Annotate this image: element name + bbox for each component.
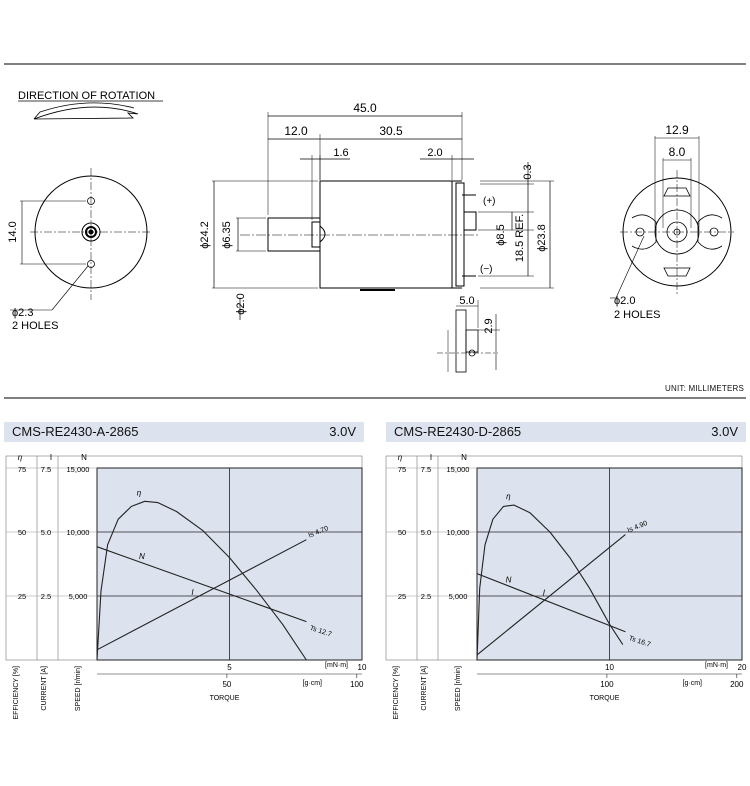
axis-symbol-current: I	[50, 453, 52, 462]
axis-symbol-speed: N	[81, 453, 87, 462]
x-unit-gcm: [g·cm]	[683, 680, 703, 687]
y-tick-label: 5.0	[421, 528, 431, 537]
side-view	[212, 112, 554, 320]
dim-terminal-length: 2.0	[427, 147, 442, 159]
dim-terminal-width: 5.0	[459, 295, 474, 307]
axis-symbol-efficiency: η	[18, 453, 23, 462]
y-tick-label: 5,000	[449, 592, 468, 601]
y-tick-label: 50	[18, 528, 26, 537]
x-unit-mnm: [mN·m]	[325, 662, 348, 669]
y-axis-label: SPEED [r/min]	[455, 666, 462, 711]
x-axis-label: TORQUE	[210, 695, 240, 702]
unit-label: UNIT: MILLIMETERS	[665, 384, 744, 393]
y-tick-label: 75	[18, 465, 26, 474]
terminal-minus-label: (−)	[480, 264, 493, 275]
series-label-efficiency: η	[506, 492, 511, 501]
chart-d-model: CMS-RE2430-D-2865	[394, 424, 522, 439]
dimensional-drawing: DIRECTION OF ROTATION 14.0 ϕ2.3 2 HOLES	[4, 63, 746, 399]
dim-ref-length: 18.5 REF.	[514, 214, 526, 262]
x-tick-label-gcm: 200	[730, 680, 744, 689]
terminal-plus-label: (+)	[483, 196, 496, 207]
rotation-label: DIRECTION OF ROTATION	[18, 90, 155, 102]
x-tick-label-mnm: 20	[738, 663, 747, 672]
dim-right-inner: 8.0	[669, 145, 686, 159]
x-tick-label-gcm: 100	[600, 680, 614, 689]
y-tick-label: 10,000	[67, 528, 90, 537]
axis-symbol-efficiency: η	[398, 453, 403, 462]
series-label-efficiency: η	[137, 488, 142, 497]
series-line-current	[476, 534, 626, 656]
dim-can-dia: ϕ23.8	[536, 224, 548, 252]
dim-right-holes: 2 HOLES	[614, 309, 660, 321]
x-tick-label-mnm: 10	[605, 663, 614, 672]
left-end-view	[10, 168, 152, 311]
series-line-speed	[96, 546, 307, 623]
x-unit-mnm: [mN·m]	[705, 662, 728, 669]
right-end-view	[610, 136, 734, 299]
dim-right-hole: ϕ2.0	[614, 295, 635, 307]
y-tick-label: 25	[18, 592, 26, 601]
y-axis-label: SPEED [r/min]	[75, 666, 82, 711]
dim-shaft-dia: ϕ6.35	[221, 221, 233, 249]
chart-a-titlebar: CMS-RE2430-A-2865 3.0V	[4, 422, 364, 442]
x-tick-label-mnm: 10	[358, 663, 367, 672]
chart-d-voltage: 3.0V	[711, 424, 738, 439]
y-tick-label: 50	[398, 528, 406, 537]
dim-top-gap: 0.3	[522, 164, 534, 179]
dim-body-length: 30.5	[379, 124, 403, 138]
y-axis-label: EFFICIENCY [%]	[393, 666, 400, 720]
dim-terminal-height: 2.9	[483, 318, 495, 333]
dim-body-dia: ϕ24.2	[199, 221, 211, 249]
dim-ref-dia: ϕ8.5	[495, 224, 507, 245]
y-tick-label: 25	[398, 592, 406, 601]
x-unit-gcm: [g·cm]	[303, 680, 323, 687]
series-line-current	[96, 539, 307, 651]
y-tick-label: 7.5	[41, 465, 51, 474]
dim-shaft-length: 12.0	[284, 124, 308, 138]
y-tick-label: 2.5	[421, 592, 431, 601]
y-tick-label: 2.5	[41, 592, 51, 601]
rotation-arrow-icon	[33, 102, 139, 120]
dim-left-holes: 2 HOLES	[12, 320, 58, 332]
series-label-current: I	[543, 588, 546, 597]
series-label-speed: N	[139, 552, 145, 561]
chart-a-voltage: 3.0V	[329, 424, 356, 439]
series-label-current: I	[191, 588, 194, 597]
x-tick-label-gcm: 50	[222, 680, 231, 689]
dim-left-hole: ϕ2.3	[12, 307, 33, 319]
chart-d-titlebar: CMS-RE2430-D-2865 3.0V	[386, 422, 746, 442]
terminal-detail	[437, 300, 500, 373]
y-tick-label: 5,000	[69, 592, 88, 601]
series-line-efficiency	[476, 504, 624, 661]
y-tick-label: 15,000	[447, 465, 470, 474]
y-axis-label: CURRENT [A]	[41, 666, 48, 711]
dim-boss-dia: ϕ2.0	[235, 293, 247, 314]
dim-left-height: 14.0	[7, 221, 19, 242]
series-line-efficiency	[96, 500, 307, 661]
y-tick-label: 10,000	[447, 528, 470, 537]
y-axis-label: CURRENT [A]	[421, 666, 428, 711]
y-tick-label: 7.5	[421, 465, 431, 474]
dim-overall-length: 45.0	[353, 101, 377, 115]
dim-right-outer: 12.9	[665, 123, 689, 137]
series-line-speed	[476, 573, 626, 633]
x-tick-label-gcm: 100	[350, 680, 364, 689]
series-label-speed: N	[506, 575, 512, 584]
y-axis-label: EFFICIENCY [%]	[13, 666, 20, 720]
x-axis-label: TORQUE	[590, 695, 620, 702]
x-tick-label-mnm: 5	[227, 663, 232, 672]
dim-boss-length: 1.6	[333, 147, 348, 159]
axis-symbol-speed: N	[461, 453, 467, 462]
y-tick-label: 5.0	[41, 528, 51, 537]
chart-a-model: CMS-RE2430-A-2865	[12, 424, 139, 439]
y-tick-label: 75	[398, 465, 406, 474]
axis-symbol-current: I	[430, 453, 432, 462]
y-tick-label: 15,000	[67, 465, 90, 474]
